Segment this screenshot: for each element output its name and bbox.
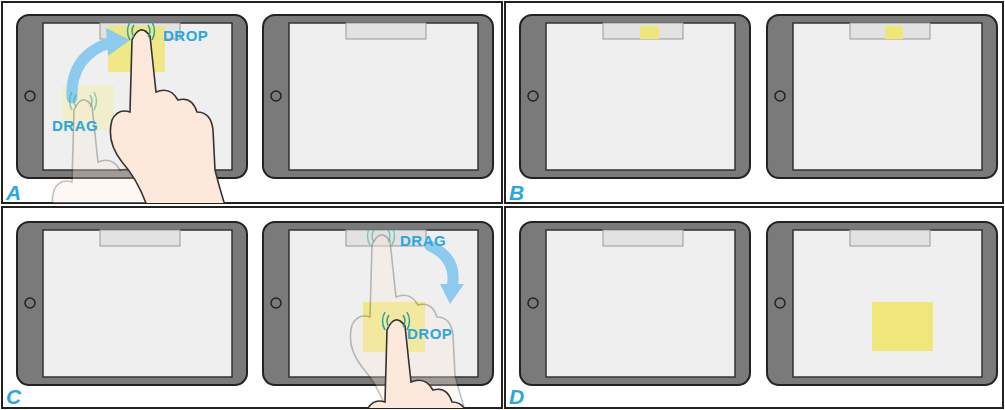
panel-letter: D	[509, 386, 524, 407]
gesture-label: DRAG	[400, 233, 446, 248]
panel-letter: C	[6, 386, 21, 407]
panel-letter: B	[509, 182, 524, 203]
gesture-label: DROP	[163, 28, 208, 43]
gesture-label: DROP	[407, 326, 452, 341]
panel-letter: A	[6, 182, 21, 203]
gesture-label: DRAG	[52, 118, 98, 133]
